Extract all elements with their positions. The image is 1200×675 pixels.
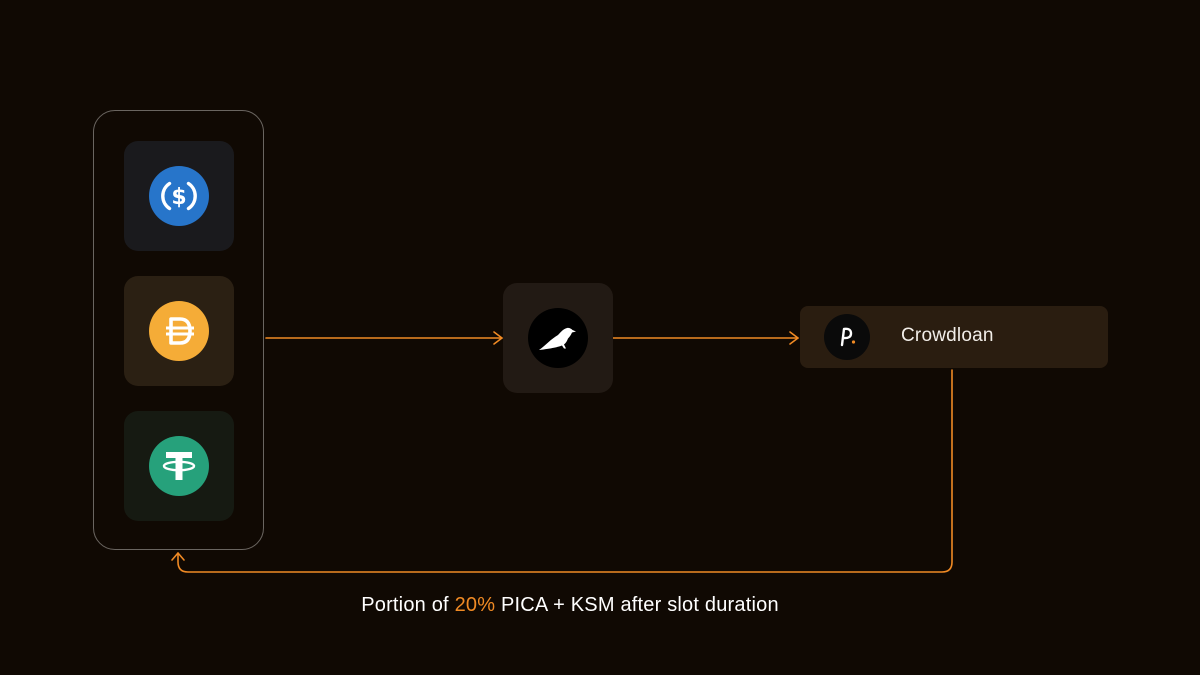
caption-highlight: 20% [454, 594, 496, 616]
svg-text:$: $ [171, 185, 186, 210]
tether-icon [149, 436, 209, 496]
arrowhead-crowdloan [789, 331, 799, 345]
raven-hub-tile [503, 283, 613, 393]
usd-coin-icon: $ [149, 166, 209, 226]
arrowhead-return [171, 552, 185, 561]
caption: Portion of 20% PICA + KSM after slot dur… [0, 594, 1140, 617]
arrowhead-hub [493, 331, 503, 345]
usdt-tile [124, 411, 234, 521]
crowdloan-card: Crowdloan [800, 306, 1108, 368]
caption-suffix: PICA + KSM after slot duration [495, 594, 779, 616]
usdc-tile: $ [124, 141, 234, 251]
caption-prefix: Portion of [361, 594, 455, 616]
dai-icon [149, 301, 209, 361]
arrow-crowdloan-return [177, 369, 953, 573]
dai-tile [124, 276, 234, 386]
stablecoin-panel [93, 110, 264, 550]
p-logo-icon [824, 314, 870, 360]
crowdloan-label: Crowdloan [901, 325, 994, 346]
raven-icon [528, 308, 588, 368]
